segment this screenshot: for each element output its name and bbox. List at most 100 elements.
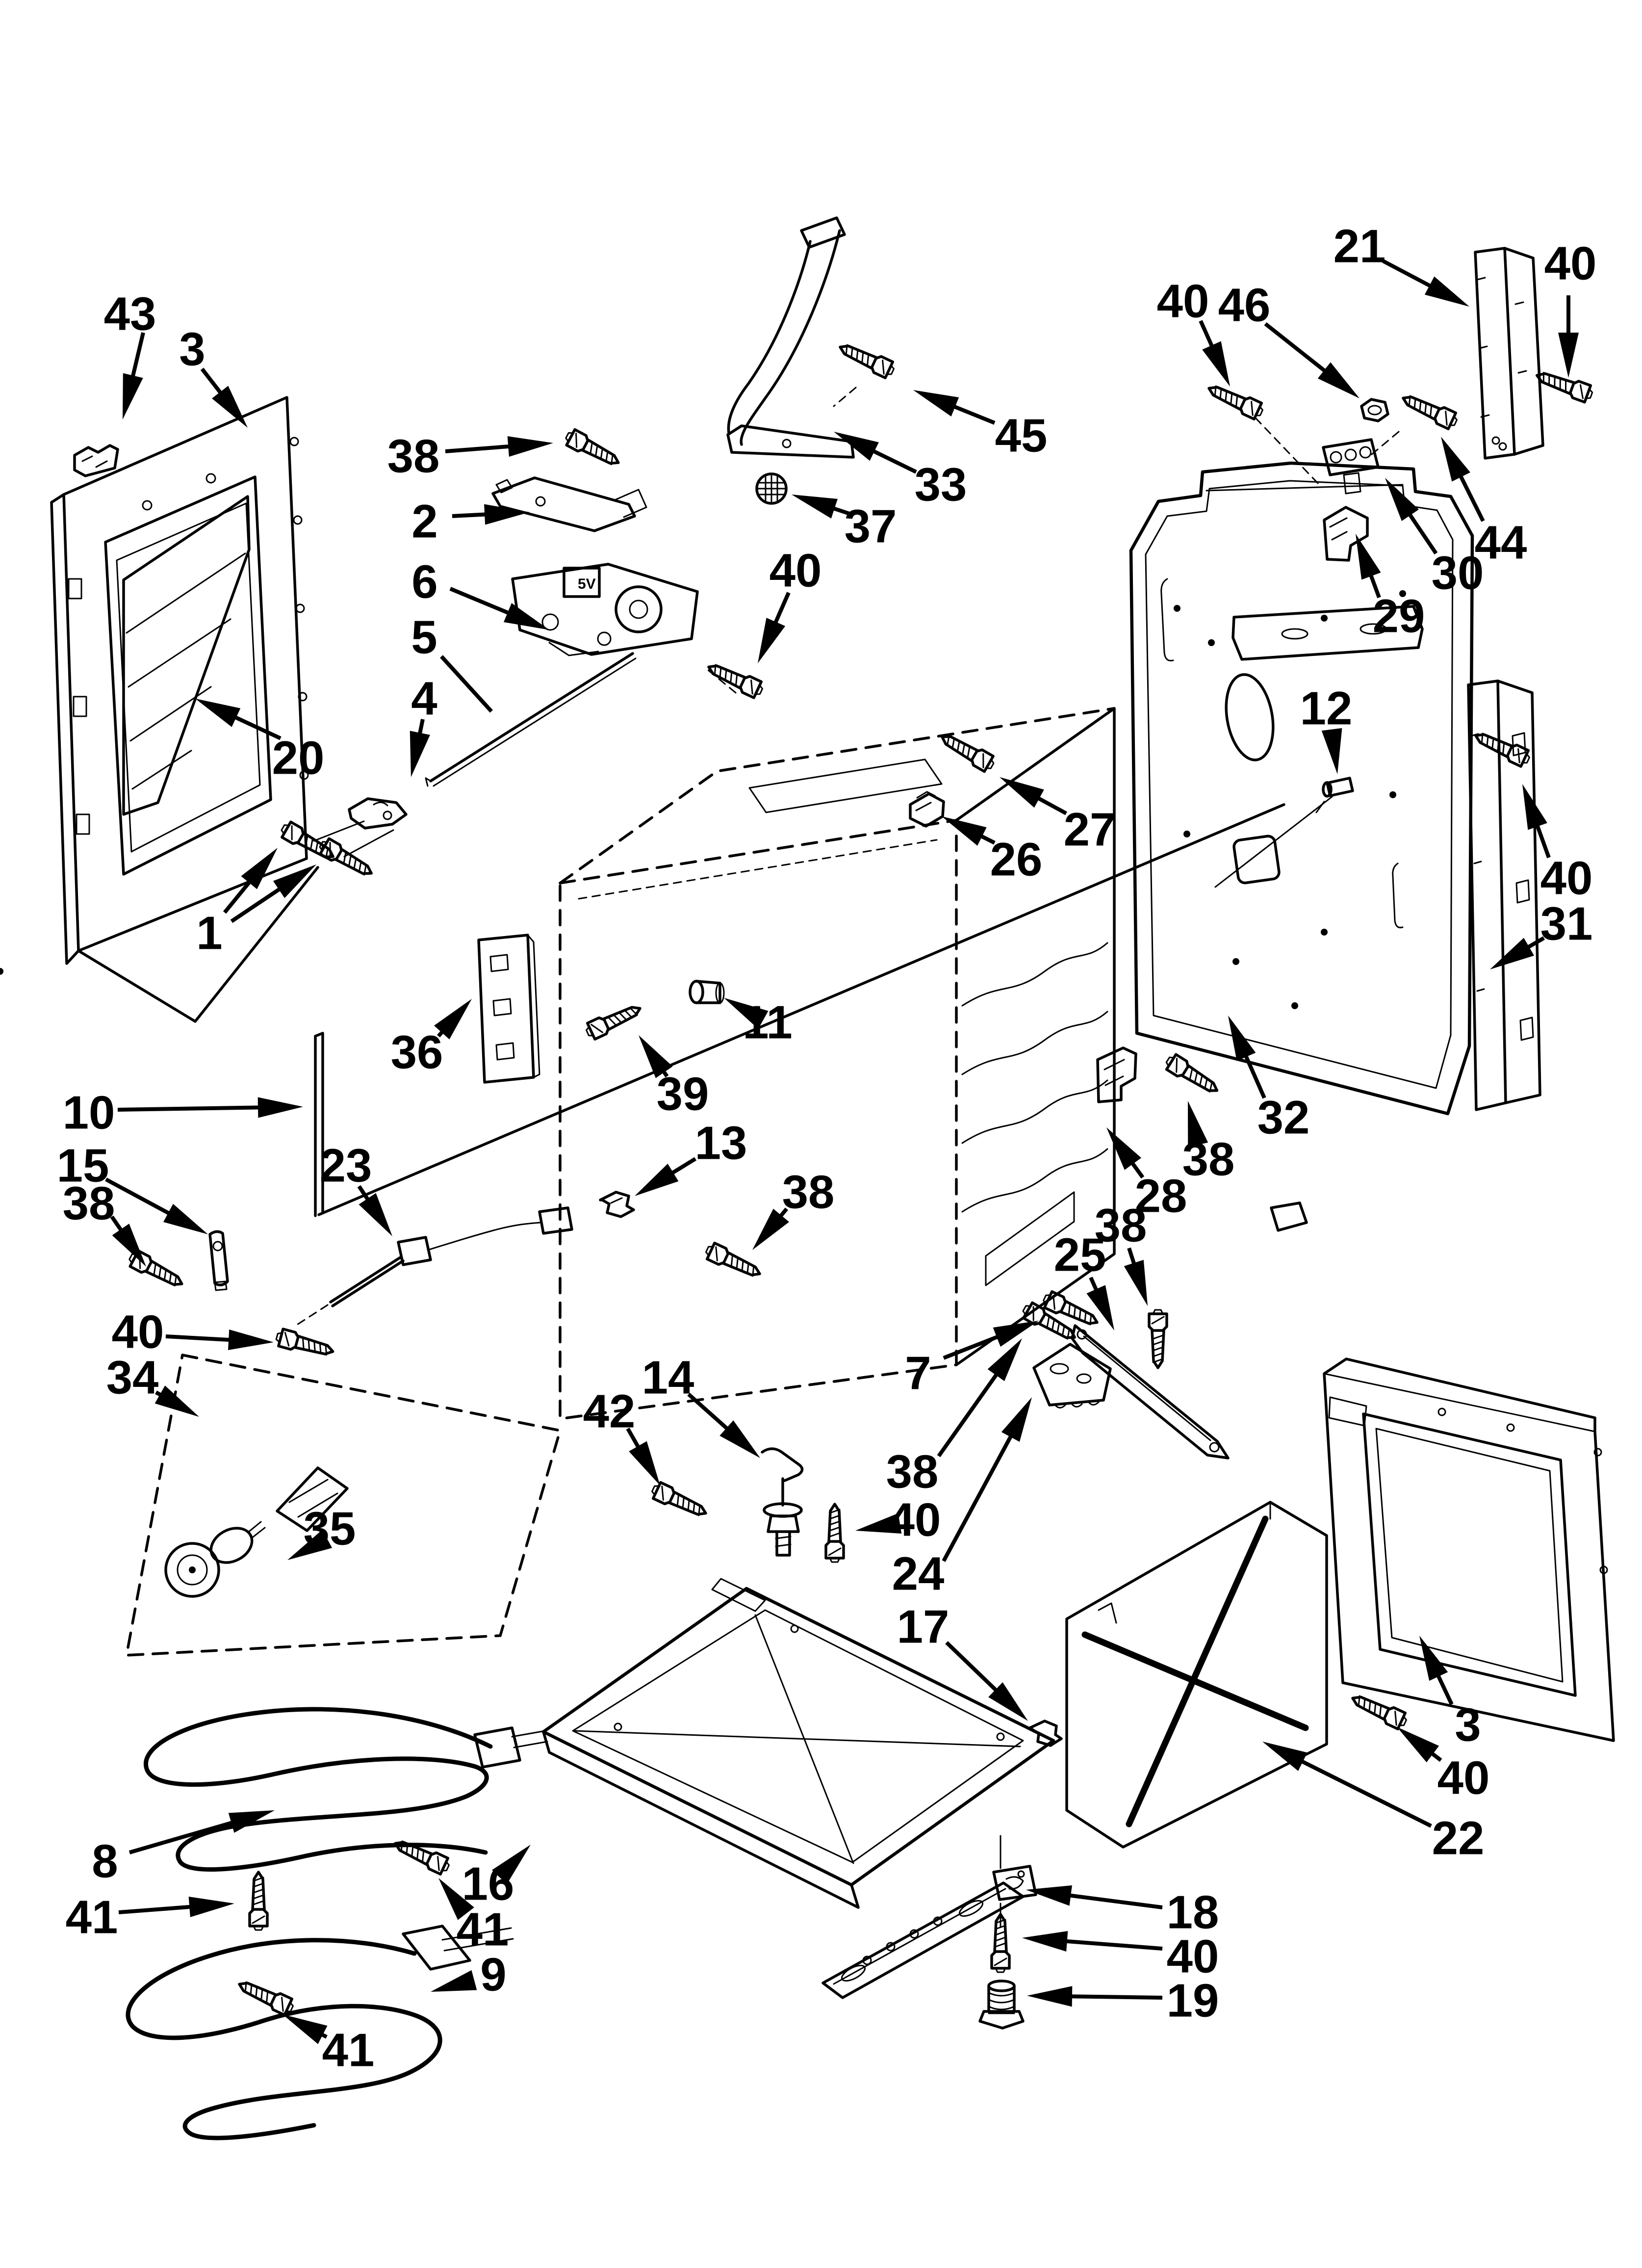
- part-rear-panel-32-shape: [1129, 461, 1474, 1116]
- part-access-panel-22: [1065, 1201, 1328, 1849]
- part-left-door-panel-shape: [142, 500, 153, 511]
- part-spacer-11-shape: [689, 980, 704, 1004]
- part-clip-17-shape: [1028, 1720, 1063, 1747]
- callout-number-41: 41: [322, 2024, 375, 2077]
- screw-40-latch-shape: [750, 679, 753, 695]
- screw-41c-shape: [255, 1986, 258, 1998]
- screw-40-left-shape: [302, 1337, 305, 1350]
- part-oven-cavity-shape: [961, 1011, 1108, 1075]
- callout-19-57: 19: [1027, 1975, 1219, 2027]
- part-terminal-block-30-shape: [1330, 451, 1342, 464]
- callout-number-40: 40: [770, 545, 822, 597]
- screw-38-cavity-shape: [752, 1265, 755, 1277]
- callout-3-58: 3: [1419, 1636, 1481, 1751]
- screw-40-tr-left-shape: [1214, 385, 1217, 397]
- screw-38-25-shape: [1152, 1352, 1164, 1357]
- screw-41b-shape: [422, 1850, 425, 1862]
- part-standoff-pin-12-shape: [1322, 781, 1333, 798]
- callout-9-53: 9: [431, 1949, 507, 2001]
- screw-40-rear-shape: [1491, 737, 1494, 750]
- part-clip-13-shape: [599, 1191, 635, 1218]
- leader-line: [1049, 1938, 1163, 1951]
- callout-number-28: 28: [1135, 1170, 1187, 1223]
- screw-38-28-shape: [1176, 1058, 1178, 1073]
- part-left-door-panel-shape: [77, 866, 319, 1023]
- part-bracket-2-shape: [491, 476, 636, 532]
- leader-arrowhead: [257, 1097, 303, 1118]
- callout-number-21: 21: [1334, 220, 1386, 273]
- part-access-panel-22-shape: [1098, 1501, 1271, 1624]
- callout-38-35: 38: [752, 1166, 834, 1250]
- screw-41a-shape: [253, 1877, 264, 1882]
- part-light-assembly-35-shape: [177, 1554, 208, 1586]
- screw-41b-shape: [416, 1848, 419, 1860]
- leader-arrowhead: [434, 999, 472, 1040]
- part-latch-keeper-4: [313, 797, 408, 858]
- screw-27-shape: [946, 734, 950, 747]
- callout-13-34: 13: [635, 1117, 747, 1196]
- screw-38-24-shape: [1022, 1305, 1031, 1316]
- part-leveler-19-shape: [987, 1980, 1016, 1992]
- leader-arrowhead: [758, 618, 786, 663]
- callout-number-12: 12: [1300, 682, 1353, 735]
- callout-number-38: 38: [387, 430, 440, 483]
- callout-number-27: 27: [1064, 804, 1116, 856]
- door-glass-hatch: [122, 495, 251, 816]
- callout-31-22: 31: [1490, 898, 1592, 969]
- callout-1-8: 1: [196, 848, 316, 960]
- part-oven-sensor-23-shape: [397, 1236, 432, 1266]
- screw-40-tr-left-shape: [1230, 392, 1233, 405]
- leader-arrowhead: [724, 998, 769, 1029]
- screw-40-tr-right-shape: [1542, 372, 1545, 384]
- screw-39-shape: [629, 1007, 638, 1016]
- leader-arrowhead: [484, 504, 530, 525]
- screw-40-tr-left-shape: [1225, 390, 1228, 402]
- callout-41-50: 41: [66, 1891, 234, 1944]
- callout-number-8: 8: [92, 1835, 118, 1888]
- part-drawer-rail-18-shape: [862, 1955, 872, 1965]
- door-glass-hatch-shape: [122, 495, 251, 816]
- part-bake-element-9-shape: [402, 1925, 471, 1971]
- screw-41a-shape: [253, 1882, 264, 1888]
- part-left-door-panel-shape: [73, 696, 87, 717]
- leader-arrowhead: [273, 864, 316, 898]
- part-broil-element-8-shape: [473, 1726, 521, 1769]
- callout-16-51: 16: [462, 1845, 531, 1910]
- part-latch-rod-5: [425, 652, 637, 787]
- leader-line: [1052, 1891, 1163, 1909]
- callout-40-46: 40: [855, 1494, 941, 1546]
- callout-number-25: 25: [1054, 1229, 1106, 1281]
- part-door-latch-6-shape: [615, 585, 663, 633]
- callout-35-31: 35: [287, 1503, 356, 1560]
- screw-40-rail-shape: [994, 1957, 1007, 1966]
- callout-number-17: 17: [897, 1601, 949, 1653]
- callout-number-20: 20: [272, 732, 325, 784]
- screw-40-base-shape: [829, 1526, 841, 1532]
- part-retainer-24: [1032, 1343, 1112, 1408]
- screw-45-shape: [867, 354, 870, 366]
- screw-42-shape: [693, 1502, 695, 1514]
- part-base-panel-16-shape: [541, 1587, 1055, 1887]
- screw-45-shape: [850, 346, 853, 359]
- screw-1a-shape: [281, 824, 290, 835]
- part-access-panel-22-shape: [1270, 1201, 1308, 1232]
- part-left-door-panel-shape: [298, 692, 308, 702]
- callout-34-30: 34: [106, 1352, 199, 1417]
- leader-arrowhead: [913, 390, 959, 417]
- part-left-door-panel: [50, 396, 319, 1023]
- part-channel-bracket-21-shape: [1498, 442, 1507, 451]
- callout-40-29: 40: [112, 1306, 274, 1358]
- screw-38-left-shape: [174, 1275, 178, 1287]
- part-rear-panel-32-shape: [1225, 673, 1275, 761]
- part-channel-bracket-21-shape: [1491, 436, 1500, 445]
- part-base-panel-16-shape: [711, 1578, 766, 1612]
- part-left-door-panel-shape: [116, 502, 261, 853]
- screw-40-rail-shape: [995, 1925, 1006, 1930]
- callout-number-9: 9: [480, 1949, 506, 2001]
- screw-38-25-shape: [1152, 1334, 1164, 1340]
- part-drawer-rail-18-shape: [992, 1865, 1037, 1901]
- leader-arrowhead: [410, 730, 430, 777]
- leader-arrowhead: [228, 1330, 274, 1350]
- callout-26-37: 26: [942, 816, 1042, 886]
